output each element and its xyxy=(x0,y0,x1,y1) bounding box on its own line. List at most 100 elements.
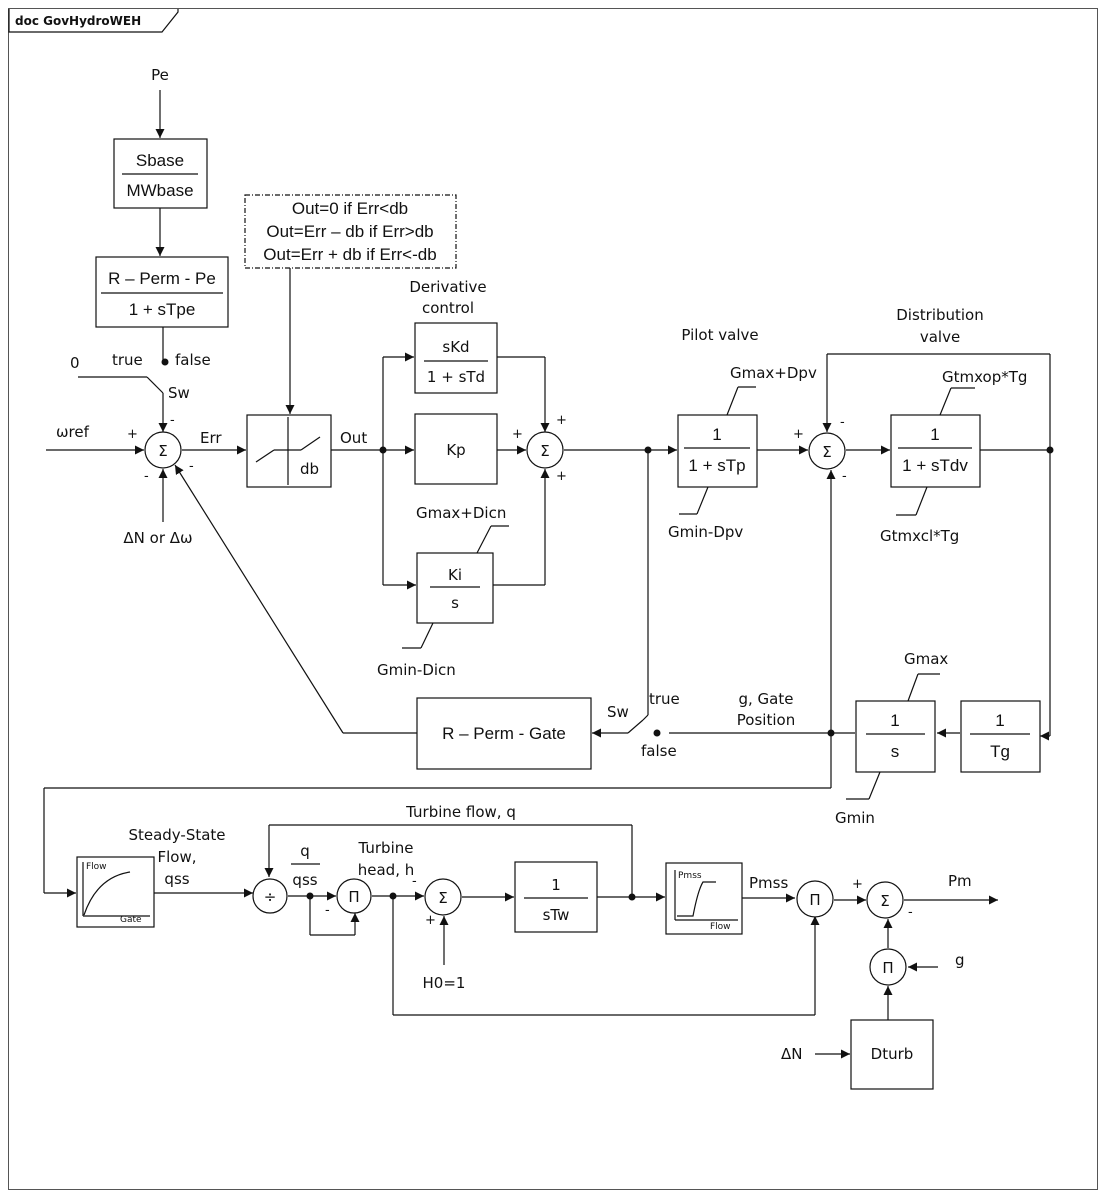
water-time-numerator: 1 xyxy=(551,876,561,894)
gtmxcl-label: Gtmxcl*Tg xyxy=(880,527,959,545)
tg-denominator: Tg xyxy=(990,742,1010,761)
rperm-pe-numerator: R – Perm - Pe xyxy=(108,269,216,288)
gmin-dicn-label: Gmin-Dicn xyxy=(377,661,456,679)
integral-numerator: Ki xyxy=(448,566,462,584)
pmss-curve-y-label: Pmss xyxy=(678,871,702,881)
pe-input-label: Pe xyxy=(151,66,169,84)
sign-plus: + xyxy=(512,427,523,442)
kp-label: Kp xyxy=(446,441,465,459)
divide-junction: ÷ xyxy=(252,878,288,914)
derivative-denominator: 1 + sTd xyxy=(427,368,485,386)
flow-ratio-label: q qss xyxy=(291,842,320,889)
sign-plus: + xyxy=(556,413,567,428)
distribution-valve-block: 1 1 + sTdv xyxy=(890,387,981,516)
switch-1-label: Sw xyxy=(168,384,190,402)
dturb-block: Dturb xyxy=(850,1019,934,1090)
rperm-gate-block: R – Perm - Gate xyxy=(416,697,592,770)
sign-plus: + xyxy=(425,913,436,928)
sign-minus: - xyxy=(842,469,847,484)
sign-minus: - xyxy=(908,905,913,920)
gmax-dpv-label: Gmax+Dpv xyxy=(730,364,817,382)
product-symbol: Π xyxy=(882,959,893,977)
water-time-denominator: sTw xyxy=(543,906,570,924)
flow-ratio-denominator: qss xyxy=(292,871,317,889)
gate-integrator-denominator: s xyxy=(891,742,900,761)
sum-junction-2: Σ xyxy=(526,431,564,469)
distribution-valve-denominator: 1 + sTdv xyxy=(902,456,968,475)
dn-or-dw-input-label: ΔN or Δω xyxy=(123,529,192,547)
steady-state-label-1: Steady-State xyxy=(128,826,225,844)
sum-symbol: Σ xyxy=(880,892,889,910)
switch-1-false-label: false xyxy=(175,351,211,369)
gate-integrator-block: 1 s xyxy=(846,673,940,800)
product-symbol: Π xyxy=(809,891,820,909)
derivative-block: sKd 1 + sTd xyxy=(414,322,498,394)
gtmxop-label: Gtmxop*Tg xyxy=(942,368,1027,386)
gate-position-label-2: Position xyxy=(737,711,795,729)
out-label: Out xyxy=(340,429,367,447)
pilot-valve-label: Pilot valve xyxy=(681,326,758,344)
product-symbol: Π xyxy=(348,888,359,906)
gmin-dpv-label: Gmin-Dpv xyxy=(668,523,743,541)
wires xyxy=(43,90,1051,1059)
sign-minus: - xyxy=(170,413,175,428)
product-junction-1: Π xyxy=(336,878,372,914)
switch-2-true-label: true xyxy=(649,690,680,708)
distribution-valve-label-1: Distribution xyxy=(896,306,984,324)
pmss-curve-block: Pmss Flow xyxy=(665,862,743,935)
pmss-label: Pmss xyxy=(749,874,788,892)
dturb-label: Dturb xyxy=(871,1045,914,1063)
sbase-denominator: MWbase xyxy=(126,181,193,200)
sign-plus: + xyxy=(793,427,804,442)
flow-curve-y-label: Flow xyxy=(86,862,107,872)
distribution-valve-numerator: 1 xyxy=(930,425,939,444)
signal-labels: Pe 0 true false Sw ωref Err Out ΔN or Δω… xyxy=(56,66,1027,1063)
deadband-note: Out=0 if Err<db Out=Err – db if Err>db O… xyxy=(244,194,457,269)
sign-plus: + xyxy=(127,427,138,442)
flow-curve-x-label: Gate xyxy=(120,915,142,925)
divide-symbol: ÷ xyxy=(264,888,277,906)
tg-numerator: 1 xyxy=(995,711,1004,730)
switch-2-false-label: false xyxy=(641,742,677,760)
deadband-note-line-2: Out=Err – db if Err>db xyxy=(266,222,433,241)
gate-integrator-numerator: 1 xyxy=(890,711,899,730)
sign-minus: - xyxy=(189,459,194,474)
sign-minus: - xyxy=(144,469,149,484)
sign-plus: + xyxy=(852,877,863,892)
water-time-block: 1 sTw xyxy=(514,861,598,933)
deadband-note-line-3: Out=Err + db if Err<-db xyxy=(263,245,436,264)
pilot-valve-denominator: 1 + sTp xyxy=(688,456,745,475)
pilot-valve-block: 1 1 + sTp xyxy=(677,386,758,515)
sign-minus: - xyxy=(325,903,330,918)
sbase-block: Sbase MWbase xyxy=(113,138,208,209)
kp-block: Kp xyxy=(414,413,498,485)
switch-1-true-label: true xyxy=(112,351,143,369)
gmax-dicn-label: Gmax+Dicn xyxy=(416,504,506,522)
turbine-head-label-2: head, h xyxy=(358,861,415,879)
integral-denominator: s xyxy=(451,594,459,612)
g-input-label: g xyxy=(955,951,965,969)
derivative-control-label-1: Derivative xyxy=(409,278,486,296)
sbase-numerator: Sbase xyxy=(136,151,184,170)
sum-symbol: Σ xyxy=(438,889,447,907)
sum-symbol: Σ xyxy=(822,443,831,461)
product-junction-3: Π xyxy=(869,948,907,986)
pm-output-label: Pm xyxy=(948,872,972,890)
steady-state-label-2: Flow, xyxy=(157,848,196,866)
sum-symbol: Σ xyxy=(540,442,549,460)
pilot-valve-numerator: 1 xyxy=(712,425,721,444)
sum-junction-4: Σ xyxy=(424,878,462,916)
tg-block: 1 Tg xyxy=(960,700,1041,773)
diagram-title-tab: doc GovHydroWEH xyxy=(8,9,179,33)
sum-junction-3: Σ xyxy=(808,432,846,470)
rperm-gate-label: R – Perm - Gate xyxy=(442,724,566,743)
sign-minus: - xyxy=(412,874,417,889)
deadband-label: db xyxy=(300,460,319,478)
dn-input-label: ΔN xyxy=(781,1045,802,1063)
junction-dots xyxy=(161,358,1054,901)
diagram-frame xyxy=(8,8,1098,1190)
switch-2-label: Sw xyxy=(607,703,629,721)
product-junction-2: Π xyxy=(796,880,834,918)
deadband-block: db xyxy=(246,414,332,488)
err-label: Err xyxy=(200,429,222,447)
